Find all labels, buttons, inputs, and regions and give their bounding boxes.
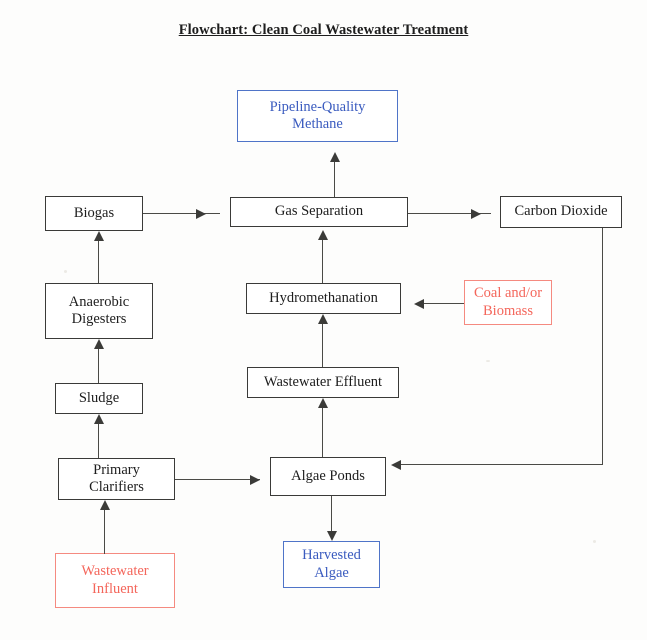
- node-label-line2: Digesters: [71, 311, 127, 327]
- edge-sludge-to-digesters-arrow: [93, 339, 104, 349]
- node-coal-and-or-biomass[interactable]: Coal and/or Biomass: [464, 280, 552, 325]
- edge-clarifiers-to-algae-ponds-line: [175, 479, 260, 481]
- node-anaerobic-digesters[interactable]: Anaerobic Digesters: [45, 283, 153, 339]
- scan-speck: [64, 270, 67, 273]
- node-label-line2: Algae: [314, 564, 349, 581]
- node-label-line1: Coal and/or: [473, 285, 543, 302]
- edge-coal-to-hydromethanation-arrow: [414, 298, 424, 309]
- node-label: Hydromethanation: [269, 289, 378, 306]
- node-label-line2: Influent: [92, 580, 138, 597]
- node-algae-ponds[interactable]: Algae Ponds: [270, 457, 386, 496]
- node-pipeline-quality-methane[interactable]: Pipeline-Quality Methane: [237, 90, 398, 142]
- edge-clarifiers-to-sludge-line: [98, 424, 100, 458]
- edge-effluent-to-hydromethanation-arrow: [317, 314, 328, 324]
- edge-algae-ponds-to-harvested-line: [331, 496, 333, 531]
- edge-algae-ponds-to-effluent-arrow: [317, 398, 328, 408]
- node-label: Sludge: [78, 389, 120, 406]
- edge-coal-to-hydromethanation-line: [424, 303, 464, 305]
- node-label-line1: Anaerobic: [68, 293, 130, 310]
- node-label-line1: Harvested: [302, 547, 361, 564]
- edge-gas-separation-to-methane-line: [334, 162, 336, 197]
- edge-hydromethanation-to-gas-separation-arrow: [317, 230, 328, 240]
- edge-gas-separation-to-co2-line: [408, 213, 491, 215]
- node-biogas[interactable]: Biogas: [45, 196, 143, 231]
- node-label: Primary Clarifiers: [89, 462, 144, 496]
- node-carbon-dioxide[interactable]: Carbon Dioxide: [500, 196, 622, 228]
- node-label: Gas Separation: [274, 203, 364, 220]
- edge-clarifiers-to-algae-ponds-arrow: [250, 474, 260, 485]
- edge-co2-to-algae-ponds-arrow: [391, 460, 401, 470]
- node-label: Algae Ponds: [291, 467, 365, 484]
- node-label: Coal and/or Biomass: [474, 285, 542, 319]
- node-label: Anaerobic Digesters: [69, 294, 129, 328]
- node-label: Biogas: [73, 204, 115, 221]
- edge-digesters-to-biogas-arrow: [93, 231, 104, 241]
- edge-sludge-to-digesters-line: [98, 349, 100, 383]
- edge-biogas-to-gas-separation-arrow: [196, 208, 206, 219]
- edge-algae-ponds-to-effluent-line: [322, 408, 324, 457]
- node-label-line1: Primary: [93, 461, 140, 478]
- edge-influent-to-clarifiers-line: [104, 510, 106, 554]
- node-primary-clarifiers[interactable]: Primary Clarifiers: [58, 458, 175, 500]
- edge-influent-to-clarifiers-arrow: [99, 500, 110, 510]
- node-harvested-algae[interactable]: Harvested Algae: [283, 541, 380, 588]
- page-title: Flowchart: Clean Coal Wastewater Treatme…: [178, 22, 469, 38]
- edge-digesters-to-biogas-line: [98, 241, 100, 283]
- edge-gas-separation-to-co2-arrow: [471, 208, 481, 219]
- node-label-line1: Wastewater: [81, 563, 149, 580]
- edge-co2-to-algae-ponds-vline: [602, 228, 604, 465]
- node-label-line2: Clarifiers: [89, 479, 144, 495]
- edge-algae-ponds-to-harvested-arrow: [326, 531, 337, 541]
- edge-effluent-to-hydromethanation-line: [322, 324, 324, 367]
- node-label: Pipeline-Quality Methane: [270, 99, 366, 133]
- node-wastewater-influent[interactable]: Wastewater Influent: [55, 553, 175, 608]
- scan-speck: [486, 360, 490, 362]
- node-label: Carbon Dioxide: [514, 203, 608, 220]
- scan-speck: [593, 540, 596, 543]
- edge-gas-separation-to-methane-arrow: [329, 152, 340, 162]
- edge-clarifiers-to-sludge-arrow: [93, 414, 104, 424]
- edge-hydromethanation-to-gas-separation-line: [322, 240, 324, 283]
- edge-biogas-to-gas-separation-line: [143, 213, 220, 215]
- node-label: Wastewater Influent: [81, 563, 148, 597]
- node-gas-separation[interactable]: Gas Separation: [230, 197, 408, 227]
- node-wastewater-effluent[interactable]: Wastewater Effluent: [247, 367, 399, 398]
- node-label-line2: Biomass: [483, 302, 533, 319]
- node-label-line2: Methane: [292, 116, 343, 132]
- node-hydromethanation[interactable]: Hydromethanation: [246, 283, 401, 314]
- node-label: Wastewater Effluent: [263, 373, 383, 390]
- node-sludge[interactable]: Sludge: [55, 383, 143, 414]
- edge-co2-to-algae-ponds-hline: [400, 464, 603, 466]
- node-label: Harvested Algae: [302, 547, 361, 581]
- node-label-line1: Pipeline-Quality: [269, 98, 366, 115]
